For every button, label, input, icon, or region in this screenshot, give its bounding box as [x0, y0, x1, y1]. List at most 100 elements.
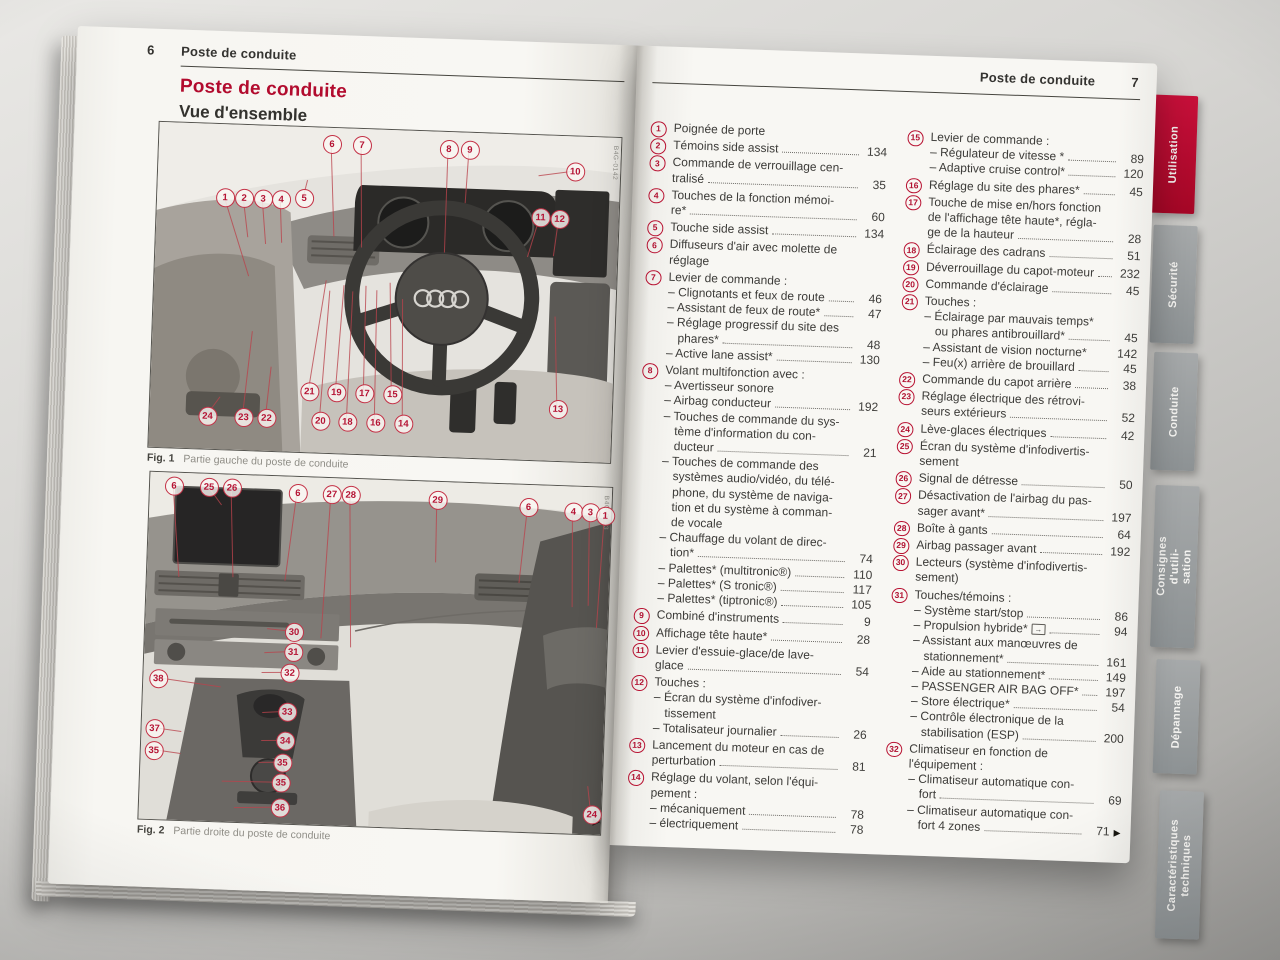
dot-leader [782, 143, 860, 156]
callout-number: 17 [354, 383, 375, 404]
chapter-tab-consignes-d'utili--sation: Consignes d'utili- sation [1149, 484, 1200, 649]
callout-number: 1 [215, 187, 235, 208]
open-manual-book: 6 Poste de conduite Poste de conduite Vu… [31, 26, 1231, 950]
figure-1-image-code: B4G-0142 [610, 145, 620, 181]
page-reference: 48 [866, 337, 881, 352]
page-reference: 9 [863, 615, 871, 630]
toc-item-text: de vocale [670, 515, 723, 531]
callout-number: 22 [256, 407, 277, 428]
chapter-tab-label: Sécurité [1166, 260, 1181, 308]
right-running-head-group: Poste de conduite 7 [980, 70, 1139, 91]
toc-item-text: ge de la hauteur [927, 224, 1015, 243]
item-number-badge: 20 [902, 276, 919, 293]
page-reference: 117 [852, 582, 873, 597]
toc-item-text: Affichage tête haute* [655, 625, 768, 643]
page-reference: 47 [867, 306, 882, 322]
callout-number: 35 [272, 752, 293, 773]
chapter-tab-label: Conduite [1167, 385, 1181, 438]
toc-item-text: sement [919, 453, 959, 470]
page-reference: 192 [1110, 544, 1131, 560]
callout-number: 26 [222, 477, 242, 498]
toc-item-text: Airbag passager avant [916, 537, 1037, 556]
callout-number: 27 [321, 484, 342, 504]
dot-leader [1049, 247, 1113, 260]
callout-number: 34 [275, 730, 296, 751]
callout-number: 35 [143, 740, 164, 760]
callout-number: 4 [563, 501, 584, 522]
dot-leader [1007, 652, 1099, 666]
item-number-badge: 24 [897, 421, 914, 438]
page-reference: 81 [852, 759, 866, 775]
page-reference: 69 [1107, 793, 1122, 809]
toc-item-text: fort 4 zones [917, 817, 981, 834]
dot-leader [774, 398, 851, 411]
toc-item-text: perturbation [651, 752, 716, 769]
page-reference: 42 [1120, 428, 1135, 443]
callout-number: 35 [270, 772, 291, 793]
right-page-number: 7 [1130, 74, 1139, 91]
dot-leader [939, 789, 1094, 805]
toc-item-text: re* [670, 202, 687, 218]
dot-leader [717, 442, 849, 457]
page-reference: 134 [863, 226, 885, 242]
item-number-badge: 28 [893, 520, 910, 537]
toc-item-text: phares* [677, 330, 720, 347]
dot-leader [782, 613, 843, 626]
page-reference: 28 [856, 632, 871, 647]
callout-number: 30 [284, 622, 304, 642]
dot-leader [1010, 408, 1108, 422]
callout-number: 6 [164, 475, 184, 496]
dot-leader [1082, 685, 1098, 696]
dot-leader [707, 173, 859, 188]
figure-2-dashboard-right: B4G-0143 6252662728296431303132383337343… [137, 470, 616, 836]
toc-item-text: Touche side assist [670, 220, 769, 238]
dot-leader [984, 821, 1082, 835]
toc-item-text: glace [654, 657, 684, 673]
dot-leader [1013, 698, 1098, 712]
page-reference: 54 [855, 664, 870, 679]
toc-item-text: tissement [664, 705, 716, 722]
callout-number: 29 [427, 490, 448, 510]
dot-leader [1083, 184, 1116, 195]
chapter-tab-label: Caractéristiques techniques [1165, 818, 1193, 912]
callout-number: 2 [234, 188, 254, 208]
chapter-tab-conduite: Conduite [1150, 351, 1199, 472]
chapter-tab-label: Consignes d'utili- sation [1155, 536, 1194, 597]
figure-2-caption-text: Partie droite du poste de conduite [173, 824, 331, 843]
item-number-badge: 18 [903, 242, 920, 259]
toc-item-text: Combiné d'instruments [656, 607, 780, 627]
page-reference: 86 [1114, 609, 1129, 624]
toc-item-text: sager avant* [917, 503, 986, 520]
page-reference: 110 [852, 567, 873, 582]
page-reference: 45 [1129, 184, 1144, 199]
callout-number: 11 [530, 207, 551, 228]
page-reference: 232 [1119, 266, 1141, 281]
page-reference: 149 [1105, 669, 1127, 685]
dot-leader [795, 566, 845, 578]
callout-number: 6 [322, 134, 342, 154]
callout-number: 3 [253, 188, 273, 209]
toc-item-text: – électriquement [649, 815, 739, 833]
toc-item-text: Signal de détresse [918, 470, 1019, 489]
toc-item-text: – Palettes* (tiptronic®) [657, 590, 778, 609]
figure-2-label: Fig. 2 [136, 823, 165, 837]
figure-1-caption-text: Partie gauche du poste de conduite [183, 452, 349, 471]
page-reference: 28 [1127, 231, 1142, 247]
callout-number: 16 [365, 412, 386, 433]
toc-item-text: fort [918, 787, 937, 802]
dot-leader [991, 524, 1104, 538]
item-number-badge: 5 [647, 220, 664, 237]
toc-item-text: tralisé [671, 170, 705, 186]
page-reference: 46 [868, 291, 883, 307]
page-reference: 64 [1117, 527, 1132, 542]
dot-leader [1050, 427, 1107, 439]
figure-1-label: Fig. 1 [146, 451, 175, 465]
